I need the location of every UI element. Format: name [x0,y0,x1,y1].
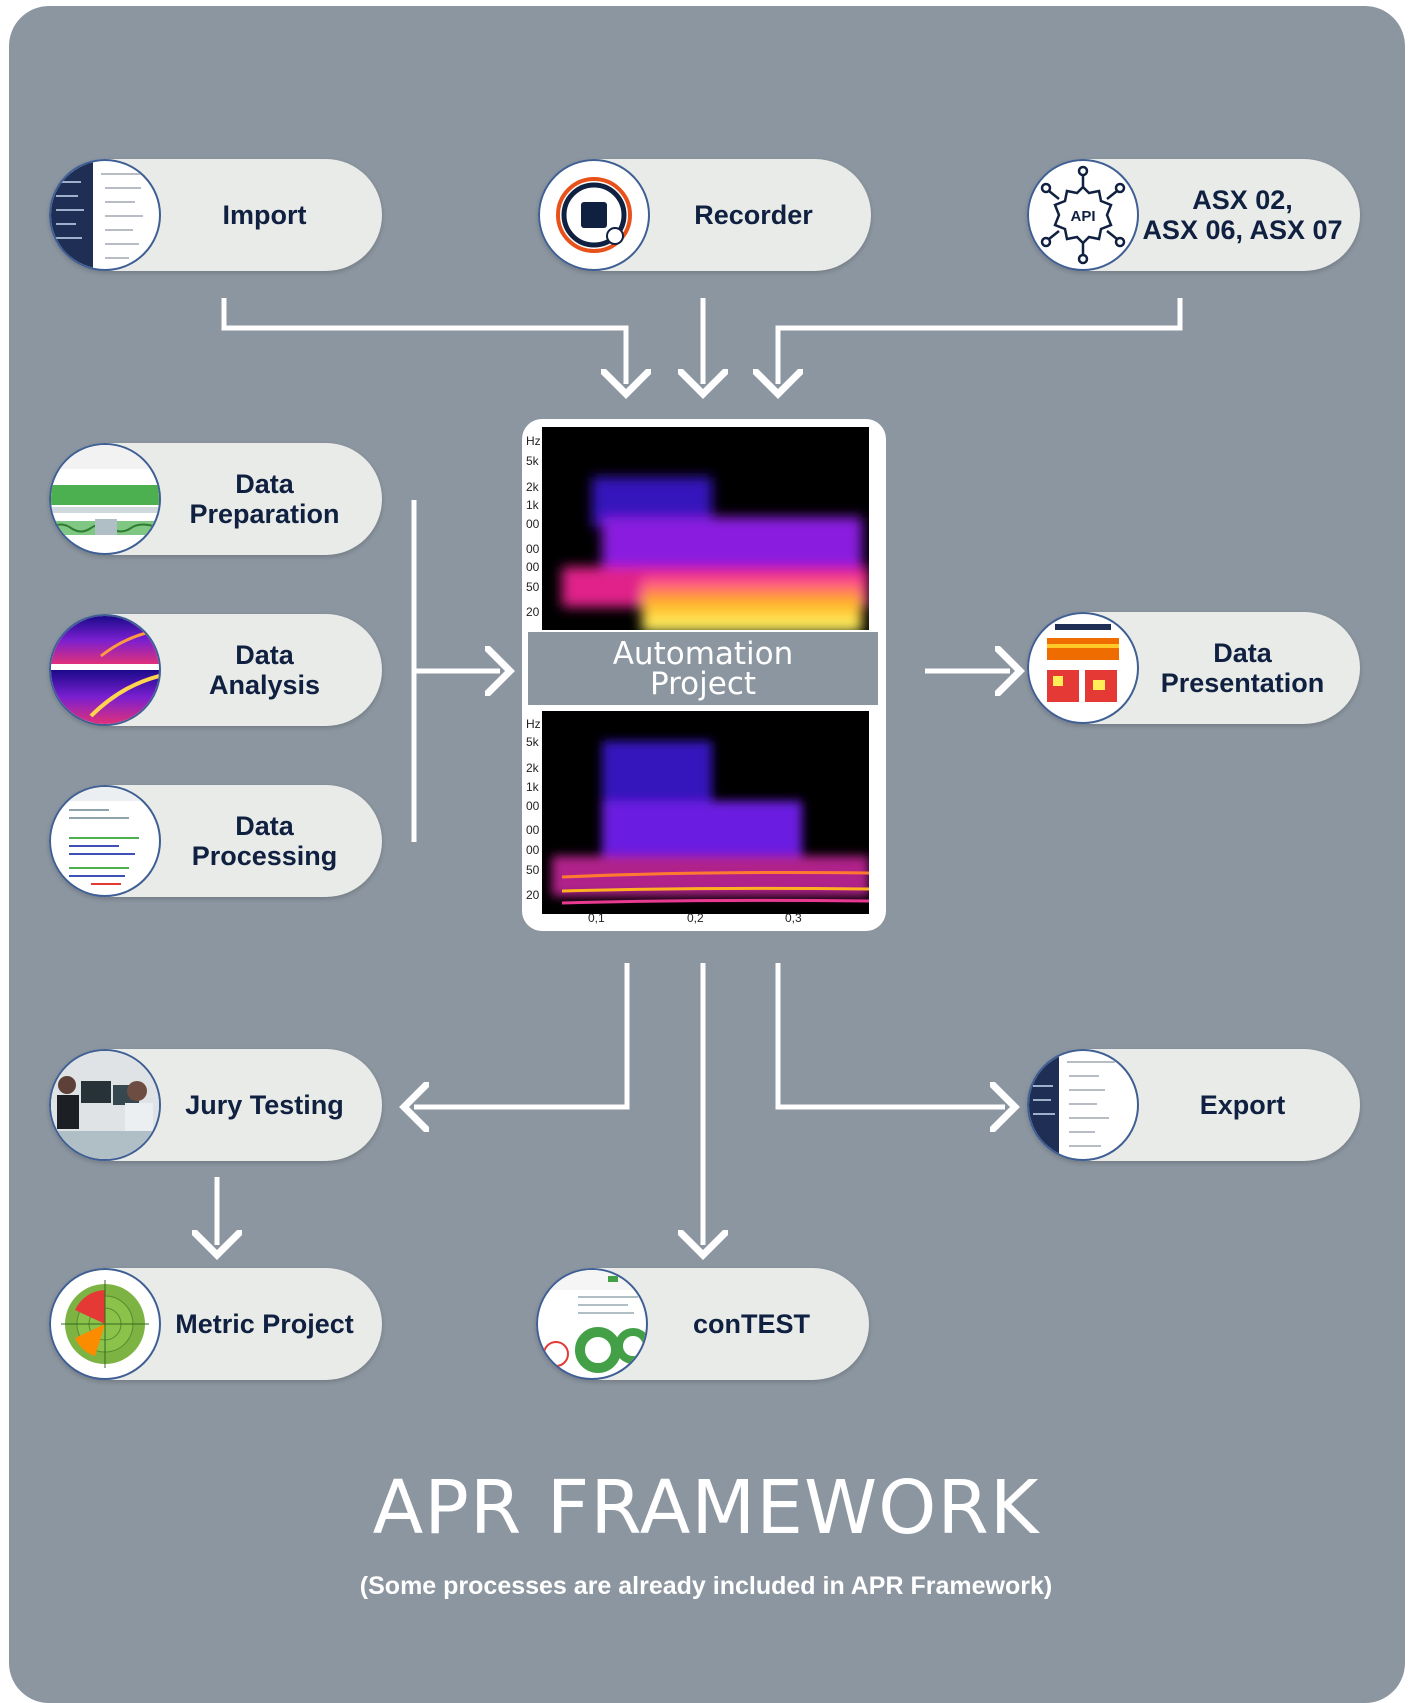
y-tick-label: 00 [526,823,540,837]
contest-thumbnail [536,1268,648,1380]
node-data-preparation: Data Preparation [49,443,382,555]
node-metric-project: Metric Project [49,1268,382,1380]
data-processing-thumbnail [49,785,161,897]
y-tick-label: 50 [526,580,540,594]
y-tick-label: Hz [526,717,541,731]
jury-testing-photo [49,1049,161,1161]
export-thumbnail [1027,1049,1139,1161]
x-tick-label: 0,3 [785,911,802,925]
node-data-presentation: Data Presentation [1027,612,1360,724]
data-analysis-label: Data Analysis [208,640,321,700]
diagram-title: APR FRAMEWORK [372,1465,1040,1551]
y-tick-label: 20 [526,888,540,902]
node-import: Import [49,159,382,271]
y-tick-label: 00 [526,517,540,531]
y-tick-label: 50 [526,863,540,877]
asx-label: ASX 02, ASX 06, ASX 07 [1142,185,1343,245]
data-presentation-label: Data Presentation [1160,638,1325,698]
y-tick-label: 20 [526,605,540,619]
diagram-subtitle: (Some processes are already included in … [359,1572,1053,1600]
metric-project-thumbnail [49,1268,161,1380]
y-tick-label: 00 [526,560,540,574]
automation-project-label: Automation Project [528,632,878,705]
data-preparation-thumbnail [49,443,161,555]
y-tick-label: 1k [526,498,539,512]
node-asx: API ASX 02, ASX 06, ASX 07 [1027,159,1360,271]
node-data-analysis: Data Analysis [49,614,382,726]
x-tick-label: 0,2 [687,911,704,925]
node-recorder: Recorder [538,159,871,271]
recorder-label: Recorder [694,200,813,230]
api-gear-icon: API [1027,159,1139,271]
import-label: Import [222,200,307,230]
contest-label: conTEST [692,1309,810,1339]
data-preparation-label: Data Preparation [189,469,340,529]
y-tick-label: 5k [526,454,539,468]
y-tick-label: 2k [526,480,539,494]
export-label: Export [1199,1090,1286,1120]
x-tick-label: 0,1 [588,911,605,925]
api-text: API [1070,208,1095,225]
y-tick-label: 00 [526,843,540,857]
y-tick-label: 00 [526,799,540,813]
arrow-asx-to-center [778,298,1183,384]
arrow-import-to-center [221,298,626,384]
import-thumbnail [49,159,161,271]
recorder-icon [538,159,650,271]
data-presentation-thumbnail [1027,612,1139,724]
data-processing-label: Data Processing [191,811,338,871]
y-tick-label: 1k [526,780,539,794]
data-analysis-thumbnail [49,614,161,726]
node-contest: conTEST [536,1268,869,1380]
y-tick-label: Hz [526,434,541,448]
node-export: Export [1027,1049,1360,1161]
spectrogram-bottom [542,711,869,914]
y-tick-label: 5k [526,735,539,749]
metric-project-label: Metric Project [175,1309,354,1339]
node-data-processing: Data Processing [49,785,382,897]
jury-testing-label: Jury Testing [185,1090,344,1120]
node-jury-testing: Jury Testing [49,1049,382,1161]
arrow-center-to-export [775,963,1005,1107]
arrow-center-to-jury [414,963,630,1107]
y-tick-label: 2k [526,761,539,775]
spectrogram-top [542,427,869,630]
y-tick-label: 00 [526,542,540,556]
